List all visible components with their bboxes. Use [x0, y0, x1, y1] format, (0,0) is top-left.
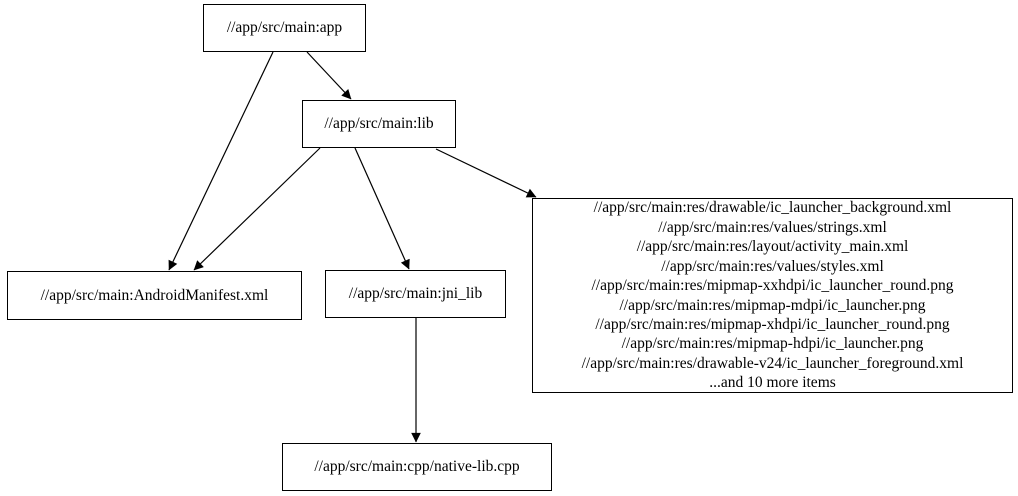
resource-line: //app/src/main:res/values/strings.xml [658, 218, 887, 236]
node-native-lib-cpp: //app/src/main:cpp/native-lib.cpp [282, 443, 552, 491]
resource-line: //app/src/main:res/drawable-v24/ic_launc… [581, 354, 964, 372]
resource-line: //app/src/main:res/mipmap-hdpi/ic_launch… [621, 335, 924, 353]
node-app: //app/src/main:app [203, 4, 366, 52]
resource-line-more: ...and 10 more items [709, 374, 836, 392]
edge-lib-resources [435, 148, 537, 198]
edge-lib-manifest [193, 147, 321, 271]
node-android-manifest: //app/src/main:AndroidManifest.xml [7, 271, 302, 320]
resource-line: //app/src/main:res/mipmap-xhdpi/ic_launc… [595, 315, 950, 333]
resource-line: //app/src/main:res/mipmap-xxhdpi/ic_laun… [591, 277, 954, 295]
edge-lib-jnilib [354, 147, 410, 270]
edge-app-lib [306, 51, 352, 100]
resource-line: //app/src/main:res/mipmap-mdpi/ic_launch… [619, 296, 926, 314]
resource-line: //app/src/main:res/layout/activity_main.… [636, 238, 909, 256]
node-lib: //app/src/main:lib [302, 100, 456, 148]
node-jni-lib: //app/src/main:jni_lib [325, 270, 506, 318]
edge-app-manifest [168, 51, 274, 271]
node-resources: //app/src/main:res/drawable/ic_launcher_… [532, 198, 1013, 393]
resource-line: //app/src/main:res/drawable/ic_launcher_… [593, 199, 952, 217]
resource-line: //app/src/main:res/values/styles.xml [661, 257, 884, 275]
